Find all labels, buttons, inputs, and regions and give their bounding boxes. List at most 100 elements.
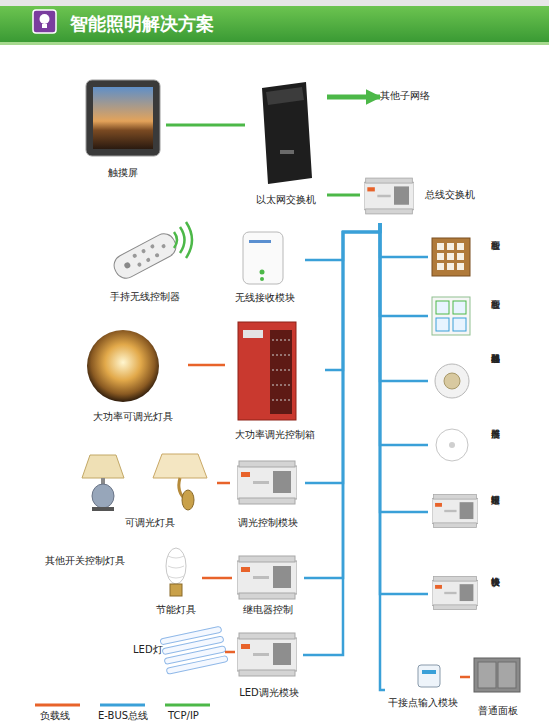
receiver-logo [249,240,271,243]
led-dimmer-device [237,633,297,676]
remote-button [132,253,137,258]
panel-button [457,243,464,250]
cfl-base [170,584,182,596]
wall-lamp-plate [182,490,194,510]
device-node: 协议转换模块 [428,570,500,630]
dry-contact-device [418,665,440,687]
device-node: 逻辑定时模块 [428,488,500,553]
receiver-body [243,232,283,284]
device-label: 干接点输入模块 [385,697,460,709]
lamp-shade [82,455,124,478]
pir-lens [444,373,460,389]
panel-button [437,243,444,250]
device-label: 触摸屏 [80,167,166,179]
router-body [262,82,312,184]
connector-line [380,223,428,594]
legend-text: TCP/IP [168,710,199,721]
device-label: 大功率调光控制箱 [225,429,325,441]
legend-entry: E-BUS总线 [98,710,148,722]
wireless-wave [180,227,185,253]
control-box-plate [243,330,263,338]
cfl-bulb [166,548,186,584]
legend-text: 负载线 [40,710,70,721]
panel-button [447,253,454,260]
device-label: 总线交换机 [425,189,475,201]
device-label: 普通面板 [470,705,526,717]
connector-line [166,124,245,127]
remote-button [150,244,155,249]
bulb-icon [40,14,50,24]
breaker-row [272,400,290,401]
wall-lamp-shade [153,454,207,478]
connector-line [380,223,428,257]
receiver-led [260,277,264,281]
device-label: 以太网交换机 [245,194,327,206]
router-led [280,150,294,154]
breaker-row [272,340,290,341]
bus-switch-device [364,178,414,214]
rocker-switch [498,662,516,688]
device-node: LED灯 [133,626,225,674]
chandelier [87,330,159,402]
remote-button [154,253,159,258]
legend-line [100,704,145,707]
connector-line [327,194,360,197]
header-line [0,42,549,45]
pir-sensor [435,364,469,398]
connector-line [225,651,235,654]
remote-button [161,243,166,248]
ordinary-panel-body [474,658,520,692]
connector-line [202,577,232,580]
device-node: 其他子网络 [380,88,452,106]
wireless-wave [174,232,177,248]
connector-line [380,223,428,316]
cfl-spiral [168,556,184,578]
header-icon [33,10,56,33]
panel-button [437,253,444,260]
device-node: LED调光模块 [235,630,303,698]
remote-button [141,248,146,253]
device-node: 普通面板 [470,656,526,716]
remote-button [123,261,131,269]
panel-button [437,263,444,270]
led-tube [166,656,228,675]
legend-line [35,704,80,707]
connector-line [460,676,470,679]
device-node: 无线接收模块 [225,225,305,303]
lux-lens [449,442,455,448]
remote-button [137,262,142,267]
device-label: 其他子网络 [380,90,430,102]
smart-panel-body [432,297,470,335]
device-label: 继电器控制 [232,604,304,616]
device-label: LED灯 [133,644,163,656]
control-box-panel [270,330,292,414]
lamp-base [92,484,114,508]
device-node: 节能灯具 [150,543,202,615]
device-label: 可调光灯具 [82,517,217,529]
remote-body [110,230,180,282]
connector-line [325,223,380,370]
device-node: 手持无线控制器 [95,222,195,302]
legend-entry: 负载线 [40,710,70,722]
rocker-switch [478,662,496,688]
device-node: 总线交换机 [360,173,475,223]
control-box [238,322,296,420]
legend-text: E-BUS总线 [98,710,148,721]
lux-sensor [436,429,468,461]
panel-button [453,318,466,331]
device-node: 触摸屏 [80,78,166,178]
led-tubes [160,626,228,674]
device-node: 大功率调光控制箱 [225,318,325,440]
device-node: 红外双鉴移动感器 [428,347,500,421]
device-label: 无线接收模块 [225,292,305,304]
connector-line [380,223,428,512]
tablet-frame [86,80,160,156]
device-label: LED调光模块 [235,687,303,699]
connector-line [380,223,428,381]
device-node: 照度传感器 [428,422,500,474]
dimmer-module-device [237,461,297,504]
receiver-led [260,270,265,275]
panel-button [447,243,454,250]
